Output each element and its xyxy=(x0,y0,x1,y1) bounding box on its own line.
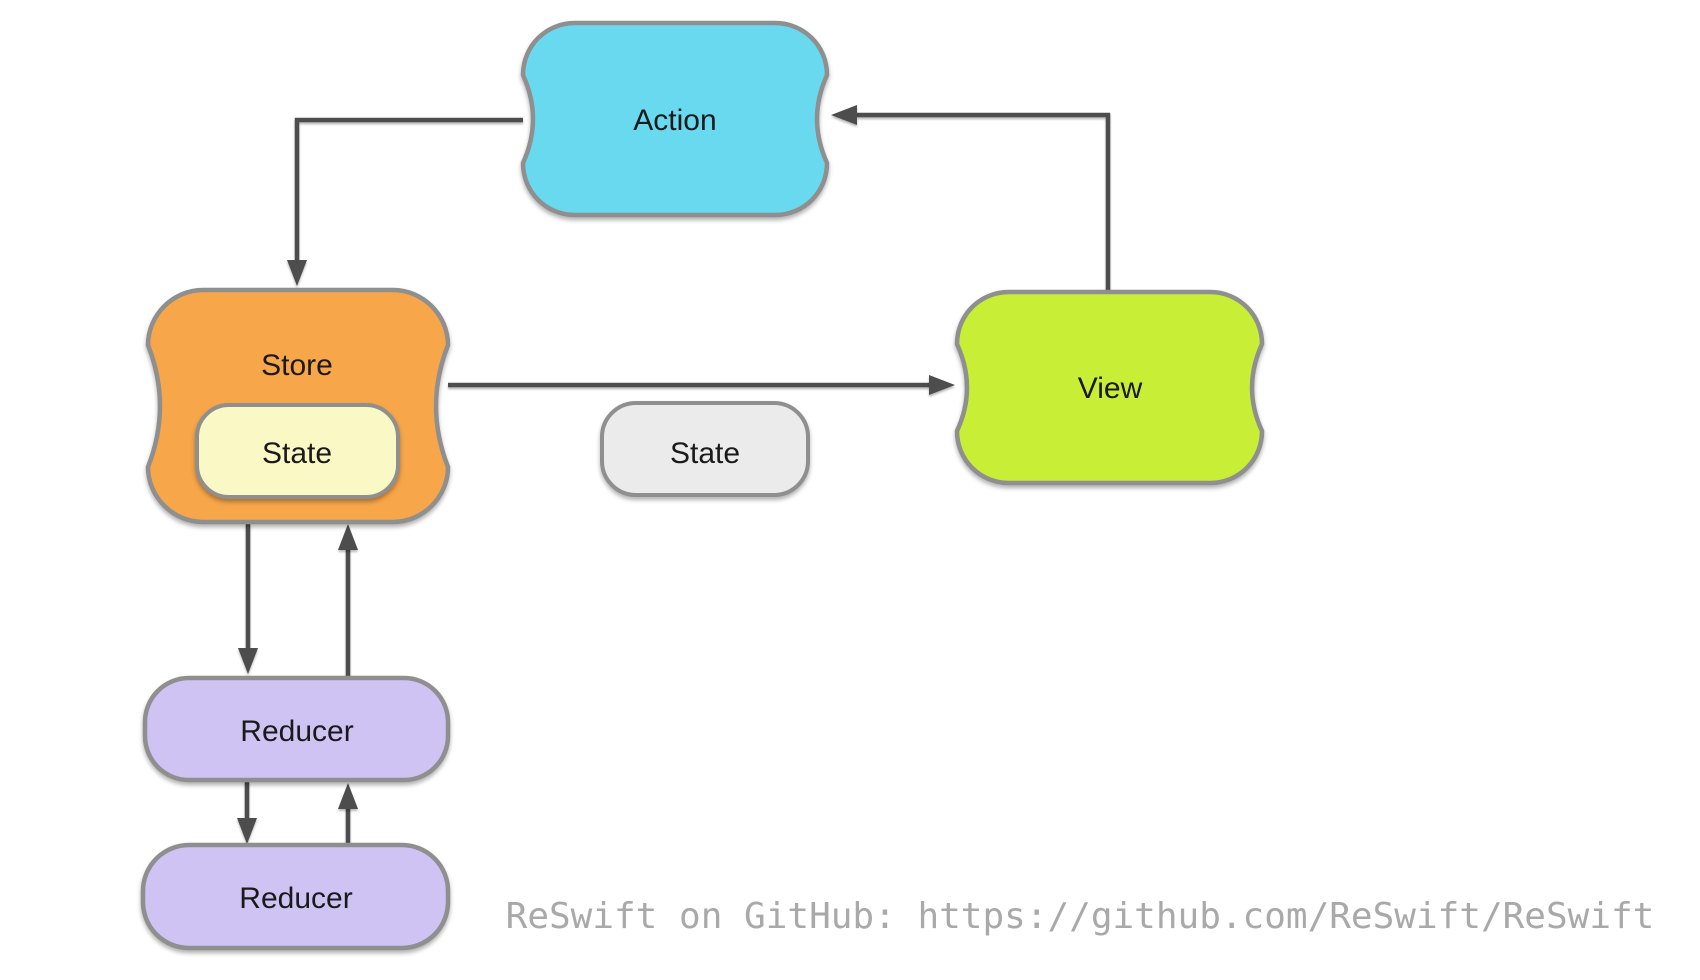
action-label: Action xyxy=(633,104,716,137)
edge-action-to-store-line xyxy=(294,117,523,262)
node-view: View xyxy=(954,289,1265,486)
edge-reducer1-to-reducer2 xyxy=(237,780,257,844)
edge-view-to-action xyxy=(831,105,1111,292)
store-label: Store xyxy=(261,349,333,382)
node-reducer2: Reducer xyxy=(140,842,451,951)
edge-reducer1-to-store-arrowhead xyxy=(338,524,358,550)
edge-store-to-view xyxy=(448,375,955,395)
edge-action-to-store xyxy=(287,117,523,286)
edge-reducer2-to-reducer1-arrowhead xyxy=(338,783,358,809)
action-box xyxy=(520,20,830,218)
reducer2-box xyxy=(140,842,451,951)
state-label: State xyxy=(670,437,740,470)
node-reducer1: Reducer xyxy=(142,675,451,783)
node-state: State xyxy=(600,401,810,497)
view-label: View xyxy=(1078,372,1143,405)
store-state-box xyxy=(195,403,400,499)
reducer2-label: Reducer xyxy=(239,882,352,915)
view-box xyxy=(954,289,1265,486)
reducer1-box xyxy=(142,675,451,783)
edge-reducer1-to-store xyxy=(338,524,358,678)
node-action: Action xyxy=(520,20,830,218)
edge-view-to-action-arrowhead xyxy=(831,105,857,125)
edge-store-to-reducer1-arrowhead xyxy=(238,648,258,674)
edge-reducer1-to-reducer2-arrowhead xyxy=(237,818,257,844)
reducer1-label: Reducer xyxy=(240,715,353,748)
footer-github-link-text: ReSwift on GitHub: https://github.com/Re… xyxy=(506,896,1655,937)
state-box xyxy=(600,401,810,497)
edge-reducer2-to-reducer1 xyxy=(338,783,358,845)
node-store: Store State xyxy=(145,287,451,525)
edge-view-to-action-line xyxy=(857,112,1111,292)
edge-store-to-view-arrowhead xyxy=(929,375,955,395)
store-state-label: State xyxy=(262,437,332,470)
edge-store-to-reducer1 xyxy=(238,523,258,674)
edge-action-to-store-arrowhead xyxy=(287,260,307,286)
